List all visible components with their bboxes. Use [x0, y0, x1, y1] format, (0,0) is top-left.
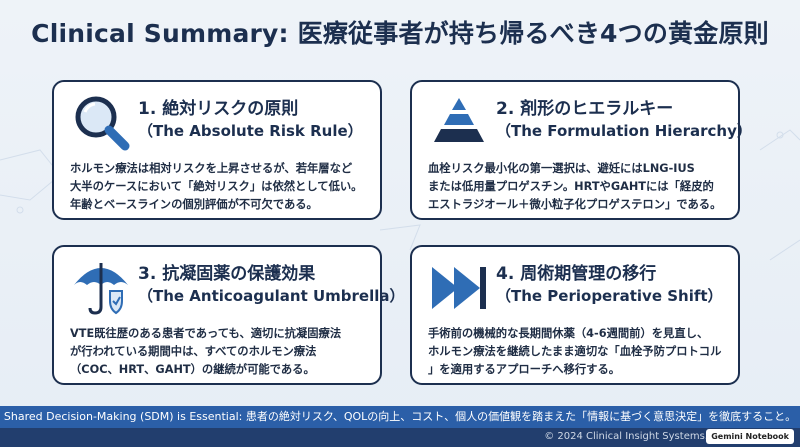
card-heading: 4. 周術期管理の移行	[496, 264, 657, 284]
card-body-line: 」を適用するアプローチへ移行する。	[428, 363, 621, 376]
card-body: ホルモン療法は相対リスクを上昇させるが、若年層など 大半のケースにおいて「絶対リ…	[70, 160, 370, 214]
fast-forward-icon	[432, 267, 486, 309]
card-subheading: （The Anticoagulant Umbrella）	[138, 287, 405, 305]
pyramid-icon	[434, 98, 484, 142]
card-perioperative-shift: 4. 周術期管理の移行 （The Perioperative Shift） 手術…	[410, 245, 740, 385]
card-absolute-risk: 1. 絶対リスクの原則 （The Absolute Risk Rule） ホルモ…	[52, 80, 382, 220]
sdm-banner: Shared Decision-Making (SDM) is Essentia…	[0, 406, 800, 428]
brand-badge: Gemini Notebook	[706, 429, 794, 444]
card-body-line: または低用量プロゲスチン。HRTやGAHTには「経皮的	[428, 180, 714, 193]
card-body: 手術前の機械的な長期間休薬（4-6週間前）を見直し、 ホルモン療法を継続したまま…	[428, 325, 728, 379]
card-subheading: （The Formulation Hierarchy）	[496, 122, 752, 140]
card-heading: 3. 抗凝固薬の保護効果	[138, 264, 316, 284]
card-body-line: 手術前の機械的な長期間休薬（4-6週間前）を見直し、	[428, 327, 709, 340]
card-body-line: エストラジオール＋微小粒子化プロゲステロン」である。	[428, 198, 722, 211]
card-body: 血栓リスク最小化の第一選択は、避妊にはLNG-IUS または低用量プロゲスチン。…	[428, 160, 728, 214]
card-body-line: 大半のケースにおいて「絶対リスク」は依然として低い。	[70, 180, 363, 193]
card-subheading: （The Perioperative Shift）	[496, 287, 723, 305]
card-body-line: ホルモン療法を継続したまま適切な「血栓予防プロトコル	[428, 345, 722, 358]
magnifier-icon	[75, 96, 130, 151]
card-body-line: 年齢とベースラインの個別評価が不可欠である。	[70, 198, 318, 211]
umbrella-shield-icon	[74, 263, 128, 315]
card-body-line: VTE既往歴のある患者であっても、適切に抗凝固療法	[70, 327, 342, 340]
card-heading: 2. 剤形のヒエラルキー	[496, 99, 674, 119]
card-anticoagulant-umbrella: 3. 抗凝固薬の保護効果 （The Anticoagulant Umbrella…	[52, 245, 405, 385]
card-body-line: が行われている期間中は、すべてのホルモン療法	[70, 345, 317, 358]
footer-bar	[0, 428, 800, 447]
card-body: VTE既往歴のある患者であっても、適切に抗凝固療法 が行われている期間中は、すべ…	[70, 325, 370, 379]
card-body-line: 血栓リスク最小化の第一選択は、避妊にはLNG-IUS	[428, 162, 695, 175]
card-heading: 1. 絶対リスクの原則	[138, 99, 299, 119]
card-formulation-hierarchy: 2. 剤形のヒエラルキー （The Formulation Hierarchy）…	[410, 80, 752, 220]
card-body-line: （COC、HRT、GAHT）の継続が可能である。	[70, 363, 315, 376]
page-title: Clinical Summary: 医療従事者が持ち帰るべき4つの黄金原則	[31, 19, 769, 48]
card-subheading: （The Absolute Risk Rule）	[138, 122, 363, 140]
copyright-text: © 2024 Clinical Insight Systems. A	[544, 431, 718, 442]
card-body-line: ホルモン療法は相対リスクを上昇させるが、若年層など	[70, 162, 353, 175]
